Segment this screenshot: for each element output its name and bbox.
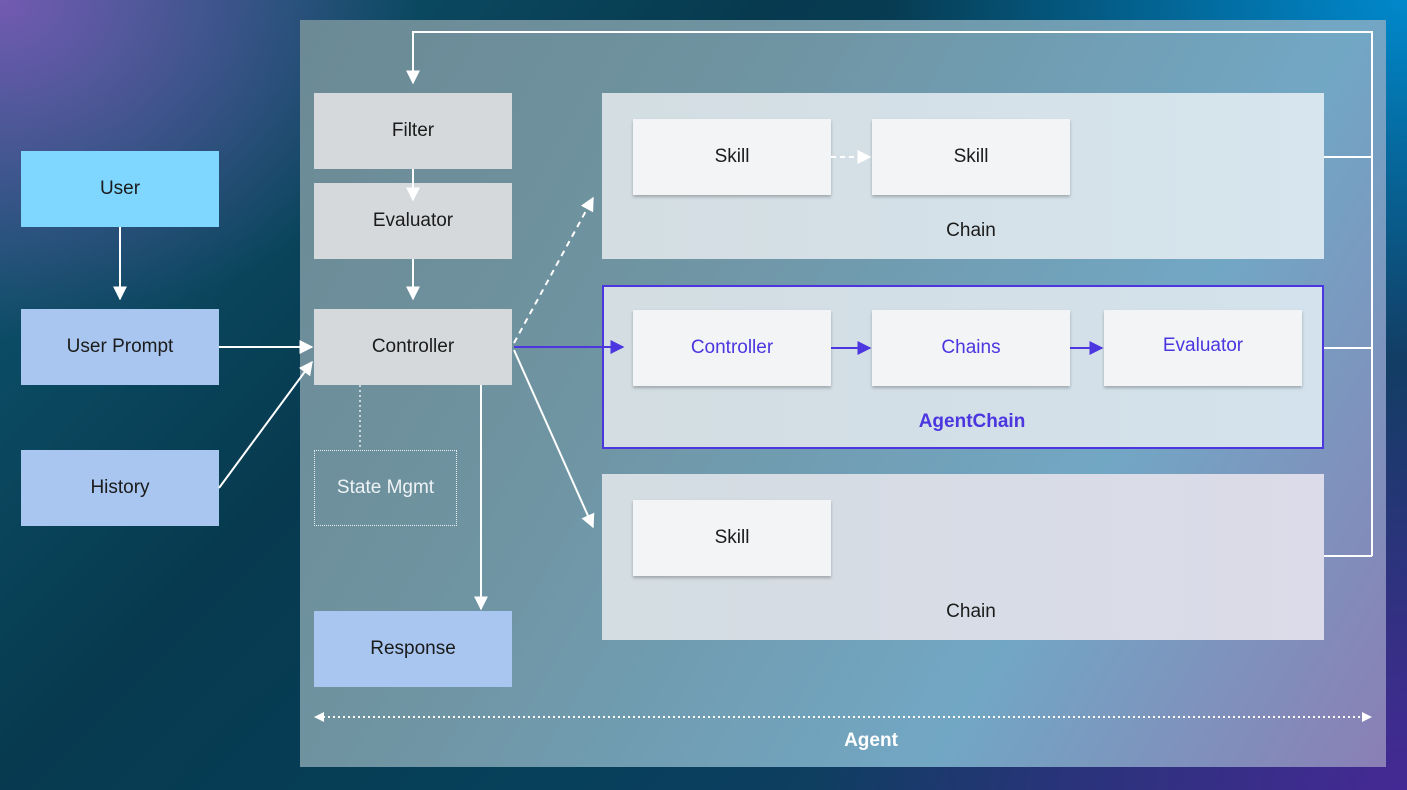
agent-chain-label: AgentChain bbox=[918, 411, 1026, 432]
chain-top-skill-2: Skill bbox=[872, 119, 1070, 195]
agent-chain-controller: Controller bbox=[633, 310, 831, 386]
agent-label: Agent bbox=[844, 730, 898, 751]
filter-node: Filter bbox=[314, 93, 512, 169]
chain-bottom-skill: Skill bbox=[633, 500, 831, 576]
agent-chain-evaluator: Evaluator bbox=[1104, 310, 1302, 386]
arrow-history-to-controller bbox=[218, 360, 313, 489]
user-prompt-node: User Prompt bbox=[21, 309, 219, 385]
arrow-feedback-to-filter bbox=[406, 31, 1373, 556]
controller-node: Controller bbox=[314, 309, 512, 385]
chain-top-skill-1: Skill bbox=[633, 119, 831, 195]
arrow-controller-to-top-chain bbox=[513, 196, 594, 344]
state-mgmt-node: State Mgmt bbox=[314, 450, 457, 526]
chain-bottom-label: Chain bbox=[946, 601, 996, 622]
history-node: History bbox=[21, 450, 219, 526]
agent-chain-chains: Chains bbox=[872, 310, 1070, 386]
user-node: User bbox=[21, 151, 219, 227]
arrow-controller-to-bottom-chain bbox=[513, 349, 595, 529]
response-node: Response bbox=[314, 611, 512, 687]
chain-top-label: Chain bbox=[946, 220, 996, 241]
